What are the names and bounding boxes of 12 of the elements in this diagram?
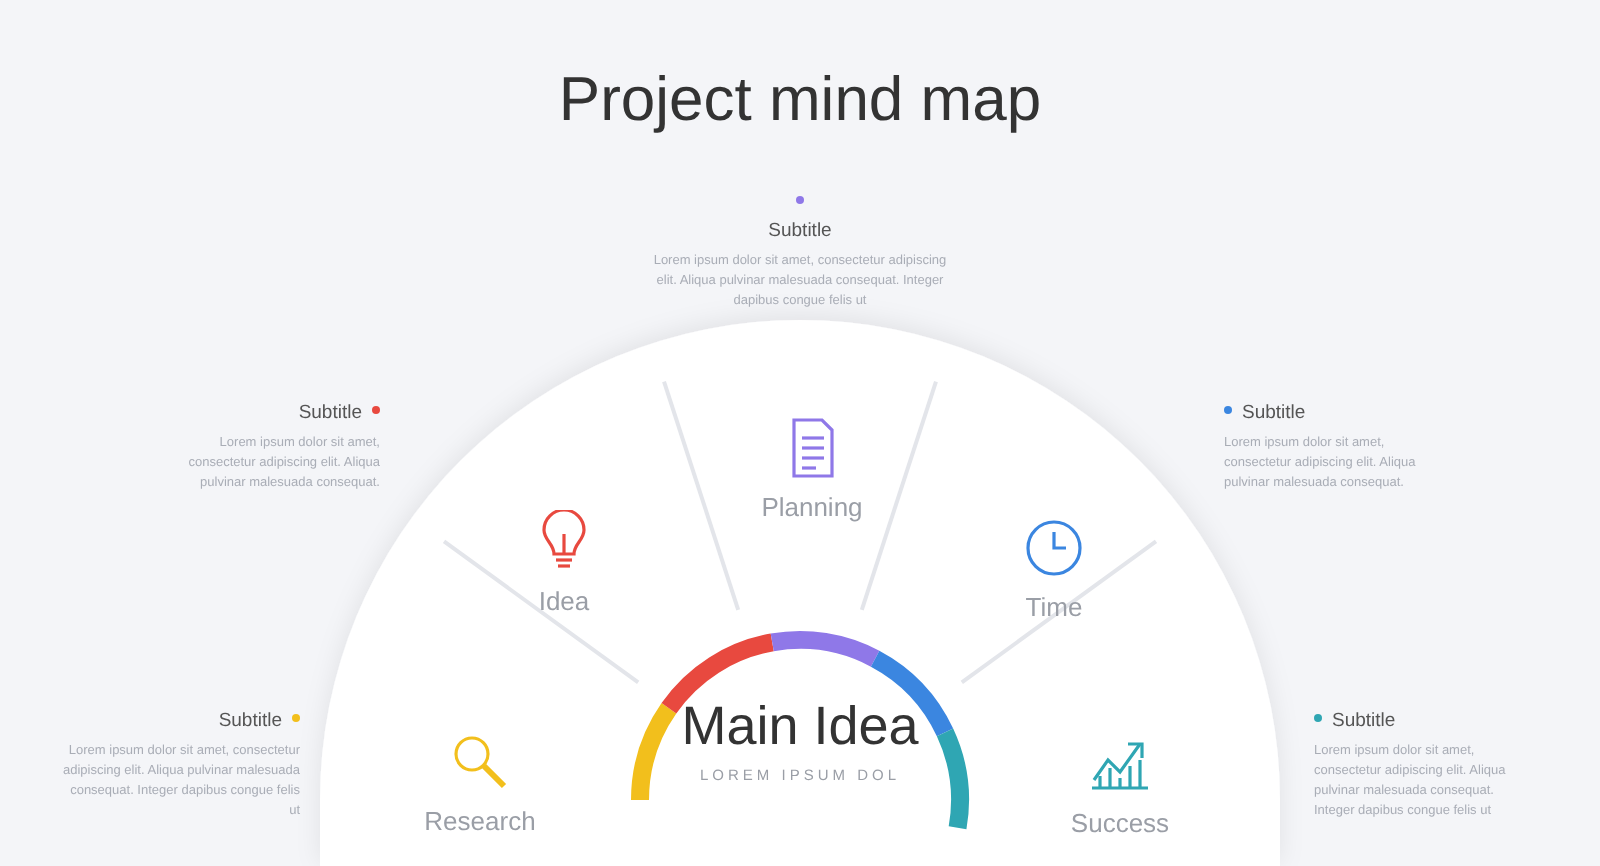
title: Project mind map bbox=[556, 64, 1044, 136]
main-idea-text: Main Idea bbox=[679, 696, 921, 758]
subtitle-heading: Subtitle bbox=[768, 220, 832, 242]
subtitle-heading: Subtitle bbox=[1332, 710, 1396, 732]
sector-label: Planning bbox=[759, 492, 865, 522]
subtitle-heading: Subtitle bbox=[218, 710, 282, 732]
sector-label: Time bbox=[1023, 592, 1085, 622]
sector-label: Research bbox=[422, 806, 538, 836]
subtitle-heading: Subtitle bbox=[1242, 402, 1306, 424]
sector-label: Idea bbox=[536, 586, 592, 616]
sector-label: Success bbox=[1068, 808, 1172, 838]
subtitle-heading: Subtitle bbox=[298, 402, 362, 424]
